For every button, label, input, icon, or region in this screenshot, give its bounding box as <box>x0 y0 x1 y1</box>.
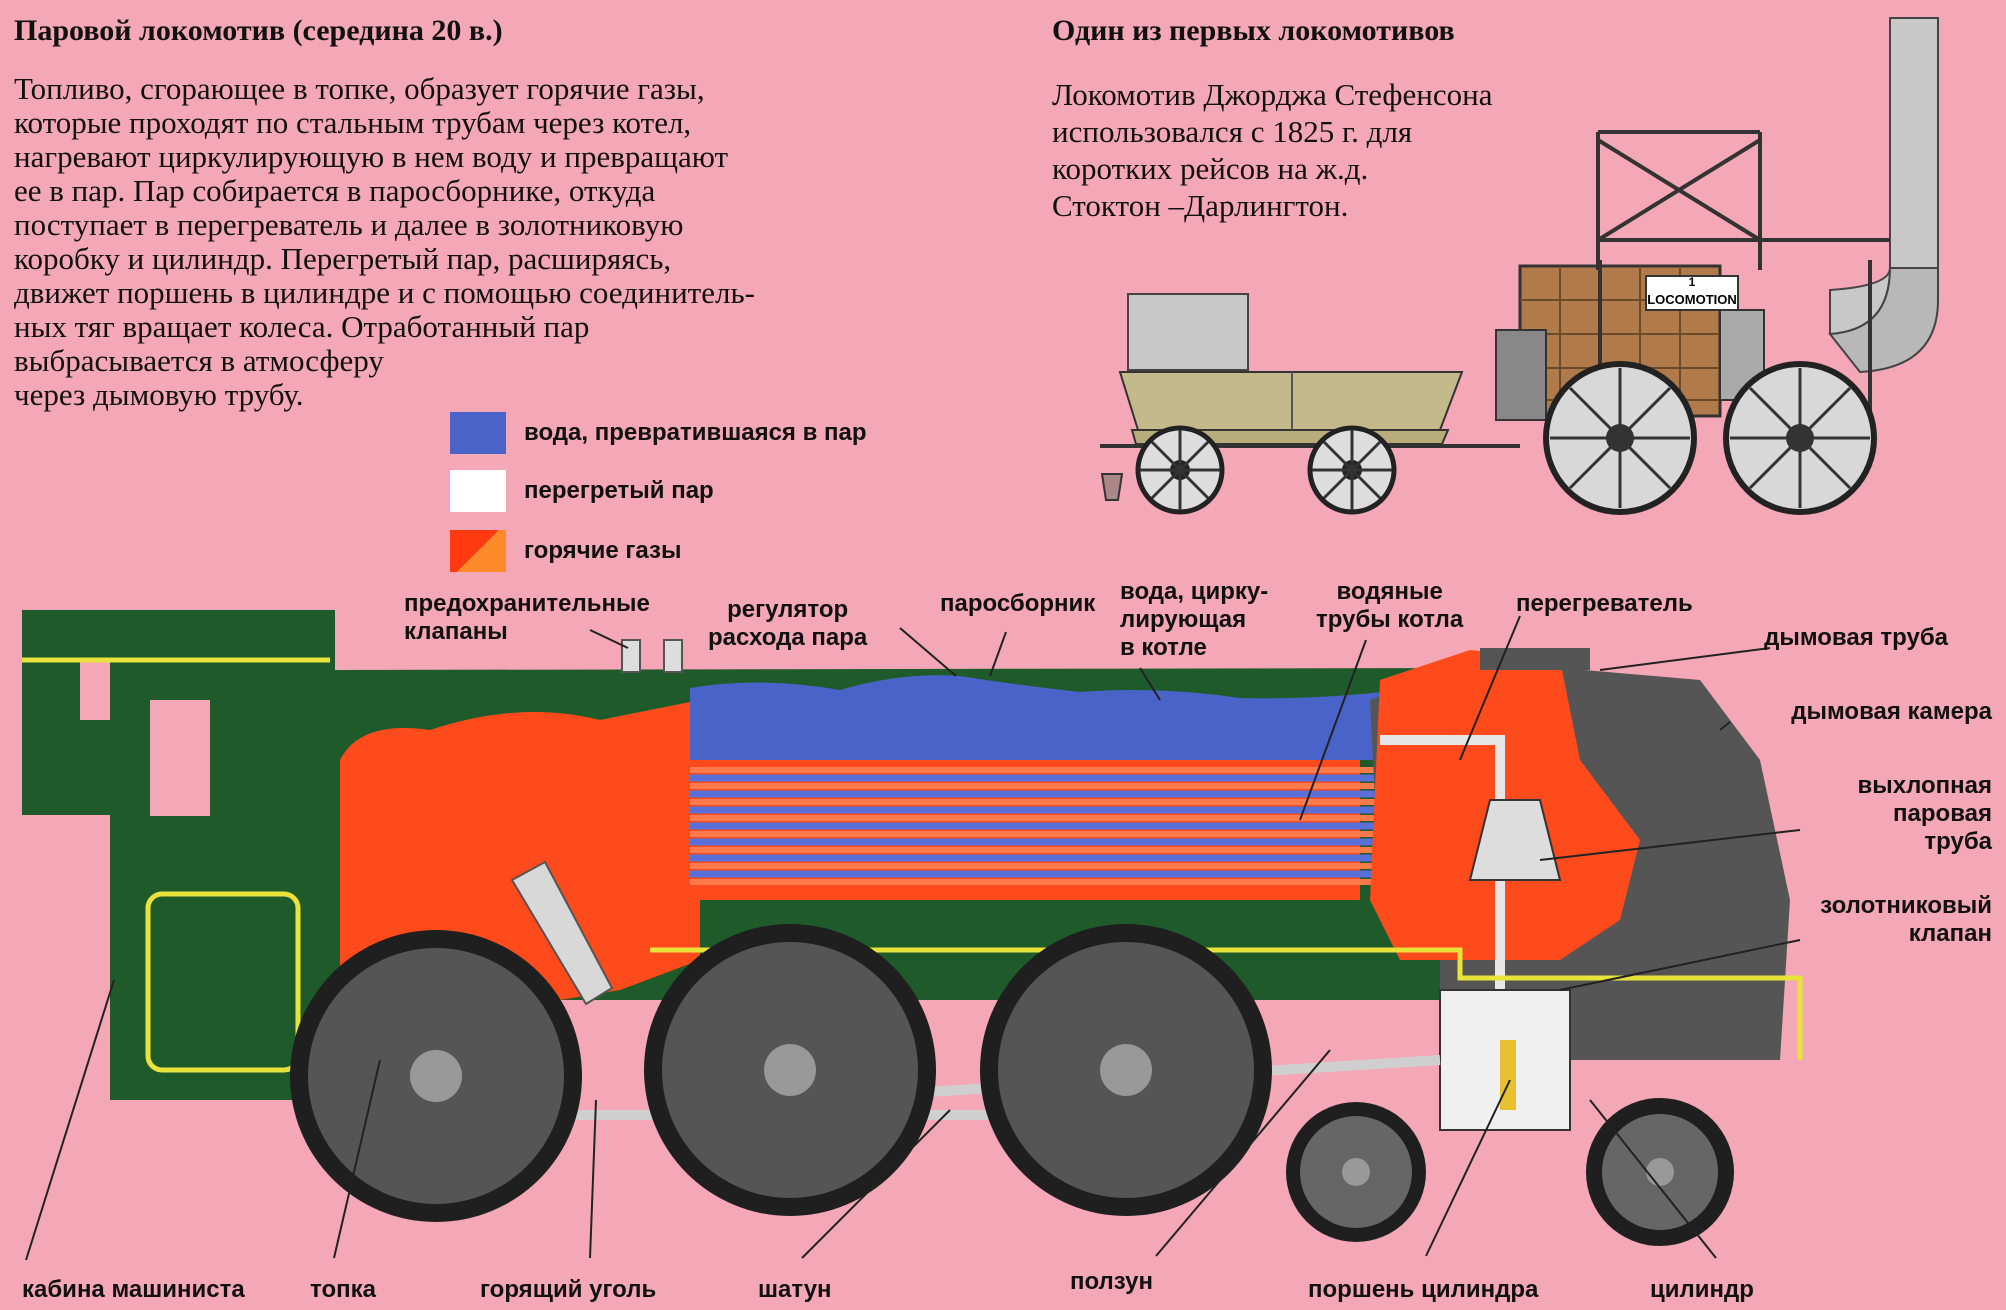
main-title: Паровой локомотив (середина 20 в.) <box>14 14 503 47</box>
label-line: клапаны <box>404 618 508 645</box>
legend-item-steam-water: вода, превратившаяся в пар <box>450 412 867 454</box>
early-line: Стоктон –Дарлингтон. <box>1052 188 1349 223</box>
label-water-tubes: водяные трубы котла <box>1316 578 1463 634</box>
label-regulator: регулятор расхода пара <box>708 596 867 652</box>
label-line: расхода пара <box>708 624 868 651</box>
label-line: водяные <box>1336 578 1443 605</box>
firebox-gas <box>340 700 700 1000</box>
cab <box>22 610 335 1100</box>
description-line: ее в пар. Пар собирается в паросборнике,… <box>14 173 656 208</box>
label-line: паровая <box>1893 800 1992 827</box>
label-chimney: дымовая труба <box>1764 624 1948 651</box>
label-line: труба <box>1924 828 1992 855</box>
early-line: коротких рейсов на ж.д. <box>1052 151 1369 186</box>
label-line: лирующая <box>1120 606 1247 633</box>
description-line: нагревают циркулирующую в нем воду и пре… <box>14 139 729 174</box>
tender-wheel <box>1135 425 1225 515</box>
legend-item-hot-gases: горячие газы <box>450 530 681 572</box>
early-driving-wheel <box>1543 361 1697 515</box>
label-crosshead: ползун <box>1070 1268 1153 1295</box>
exhaust-cone <box>1468 799 1562 881</box>
main-locomotive <box>22 610 1803 1261</box>
label-line: регулятор <box>727 596 849 623</box>
boiler-water <box>690 774 1380 878</box>
label-line: золотниковый <box>1820 892 1992 919</box>
legend-label: перегретый пар <box>524 477 714 504</box>
chimney <box>1480 648 1590 670</box>
steam-space <box>690 675 1400 760</box>
label-smokebox: дымовая камера <box>1791 698 1992 725</box>
safety-valve-icon <box>663 639 683 673</box>
description-line: через дымовую трубу. <box>14 377 304 412</box>
name-plate <box>1645 275 1739 311</box>
early-driving-wheel <box>1723 361 1877 515</box>
leading-wheel <box>1586 1098 1734 1246</box>
label-line: в котле <box>1120 634 1207 661</box>
early-line: Локомотив Джорджа Стефенсона <box>1052 77 1493 112</box>
label-line: выхлопная <box>1857 772 1992 799</box>
legend-item-superheated-steam: перегретый пар <box>450 470 714 512</box>
label-line: предохранительные <box>404 590 650 617</box>
label-burning-coal: горящий уголь <box>480 1276 657 1303</box>
label-steam-dome: паросборник <box>940 590 1096 617</box>
early-description: Локомотив Джорджа Стефенсона использовал… <box>1052 76 1492 224</box>
regulator-lever <box>510 860 614 1006</box>
description-line: выбрасывается в атмосферу <box>14 343 384 378</box>
description-line: которые проходят по стальным трубам чере… <box>14 105 692 140</box>
legend-label: вода, превратившаяся в пар <box>524 419 867 446</box>
label-boiler-water: вода, цирку- лирующая в котле <box>1120 578 1268 662</box>
label-cylinder: цилиндр <box>1650 1276 1754 1303</box>
driving-wheel <box>290 930 582 1222</box>
tender <box>1100 293 1520 448</box>
piston-icon <box>1500 1040 1516 1110</box>
leading-wheel <box>1286 1102 1426 1242</box>
early-line: использовался с 1825 г. для <box>1052 114 1413 149</box>
early-locomotive: 1 LOCOMOTION <box>1100 17 1939 515</box>
driving-wheel <box>980 924 1272 1216</box>
bucket-icon <box>1100 473 1124 501</box>
driving-wheel <box>644 924 936 1216</box>
tender-wheel <box>1307 425 1397 515</box>
label-line: вода, цирку- <box>1120 578 1269 605</box>
legend-swatch-steam-water <box>450 412 506 454</box>
description-line: Топливо, сгорающее в топке, образует гор… <box>14 71 705 106</box>
boiler-tubes <box>690 767 1380 885</box>
label-cab: кабина машиниста <box>22 1276 245 1303</box>
plate-name: LOCOMOTION <box>1647 292 1737 307</box>
superheater-pipe <box>1380 735 1505 1000</box>
label-safety-valves: предохранительные клапаны <box>404 590 650 646</box>
early-chimney <box>1828 17 1939 374</box>
legend-swatch-hot-gases <box>450 530 506 572</box>
description-line: ных тяг вращает колеса. Отработанный пар <box>14 309 590 344</box>
plate-number: 1 <box>1689 275 1696 289</box>
legend-label: горячие газы <box>524 537 682 564</box>
early-title: Один из первых локомотивов <box>1052 14 1455 47</box>
label-slide-valve: золотниковый клапан <box>1820 892 1992 948</box>
description-line: поступает в перегреватель и далее в золо… <box>14 207 684 242</box>
legend-swatch-superheated-steam <box>450 470 506 512</box>
label-connecting-rod: шатун <box>758 1276 832 1303</box>
description-line: движет поршень в цилиндре и с помощью со… <box>14 275 755 310</box>
label-exhaust-pipe: выхлопная паровая труба <box>1857 772 1992 856</box>
label-piston: поршень цилиндра <box>1308 1276 1539 1303</box>
label-line: клапан <box>1908 920 1992 947</box>
leader-lines <box>25 615 1801 1261</box>
description-line: коробку и цилиндр. Перегретый пар, расши… <box>14 241 672 276</box>
label-line: трубы котла <box>1316 606 1464 633</box>
label-superheater: перегреватель <box>1516 590 1693 617</box>
label-firebox: топка <box>310 1276 376 1303</box>
main-description: Топливо, сгорающее в топке, образует гор… <box>14 72 755 412</box>
